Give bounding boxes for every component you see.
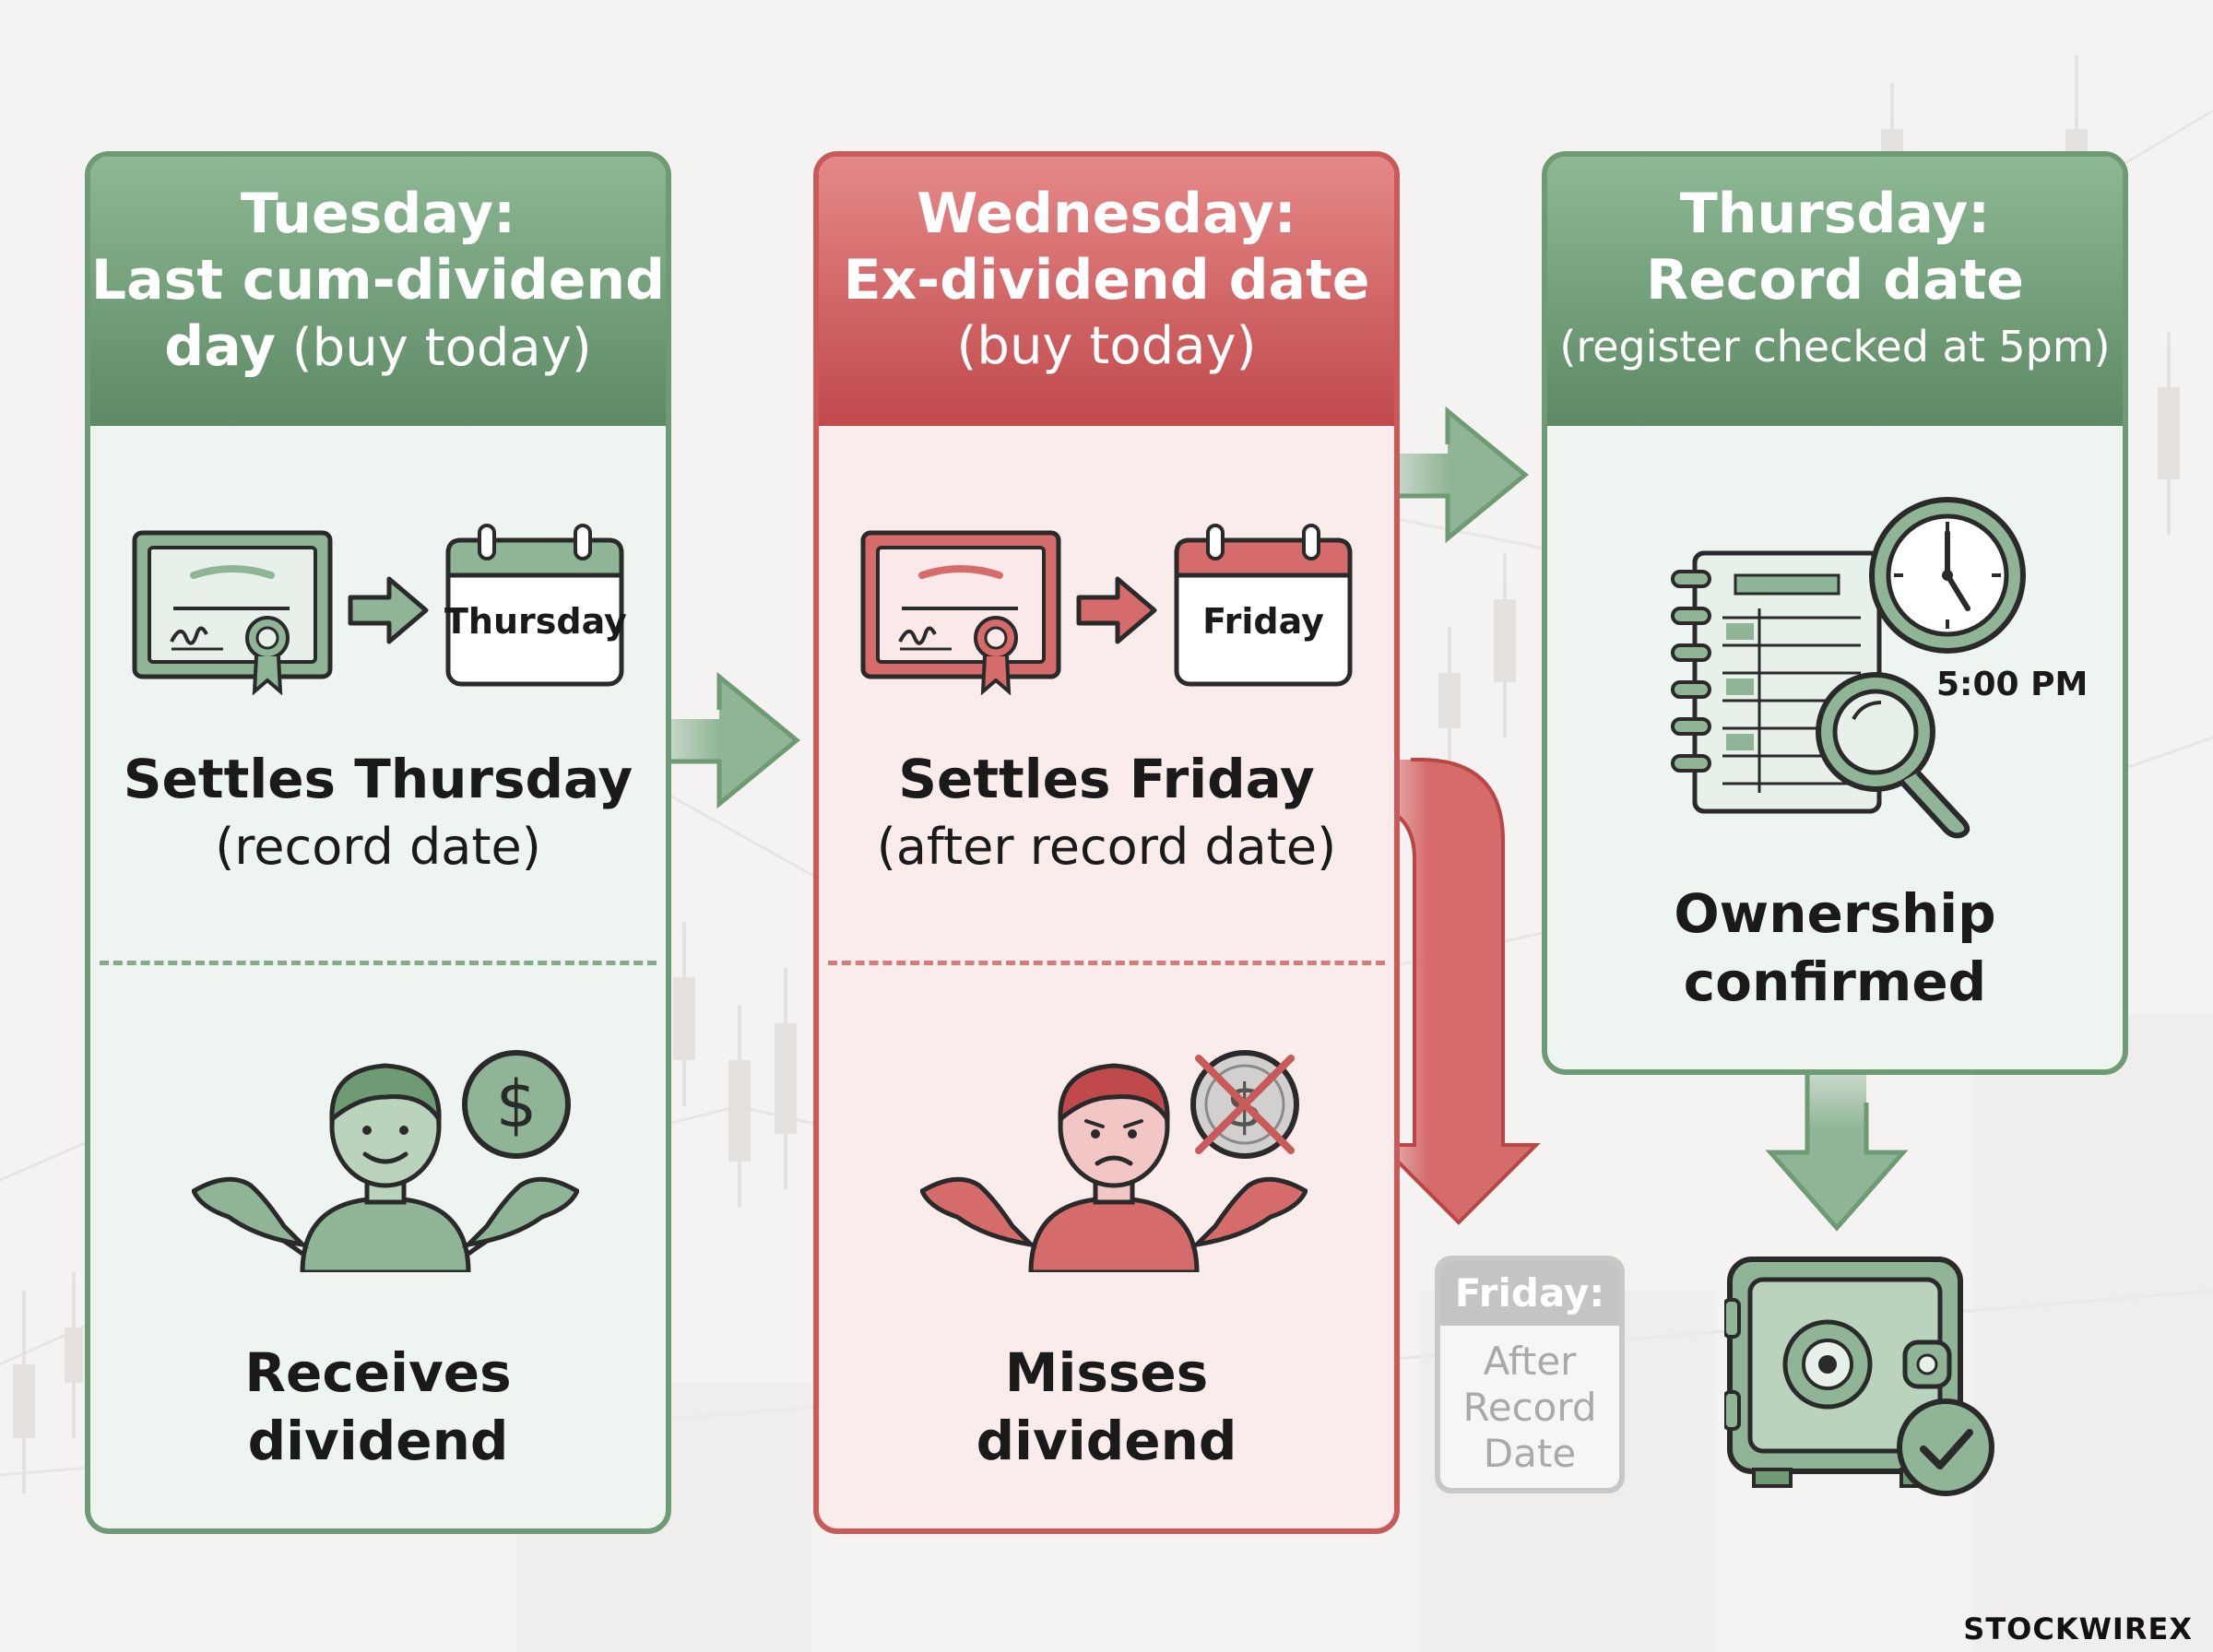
panel-tuesday-title: Tuesday: xyxy=(240,182,516,246)
dollar-coin-icon: $ xyxy=(462,1050,571,1159)
certificate-icon xyxy=(860,530,1061,695)
outcome-line2: dividend xyxy=(247,1410,509,1472)
panel-thursday-outcome: Ownership confirmed xyxy=(1547,879,2123,1016)
panel-thursday-subtitle: Record date xyxy=(1646,248,2024,313)
magnifier-icon xyxy=(1816,672,1970,839)
panel-thursday-register-note: (register checked at 5pm) xyxy=(1559,322,2111,372)
panel-thursday-title: Thursday: xyxy=(1679,182,1991,246)
arrow-down-to-safe-icon xyxy=(1765,1032,1909,1232)
outcome-line1: Misses xyxy=(1004,1341,1209,1404)
brand-logo: STOCKWIREX xyxy=(1963,1611,2193,1646)
person-icon xyxy=(920,1063,1308,1272)
panel-tuesday-header: Tuesday: Last cum-dividend day (buy toda… xyxy=(90,157,666,426)
outcome-line2: dividend xyxy=(976,1410,1237,1472)
person-icon xyxy=(192,1063,579,1272)
panel-tuesday-settlement: Settles Thursday (record date) xyxy=(90,745,666,881)
settle-bold-text: Settles Friday xyxy=(898,748,1315,810)
calendar-day-label: Friday xyxy=(1202,601,1324,642)
friday-box-line2: Record xyxy=(1462,1385,1597,1430)
arrow-right-icon xyxy=(348,576,429,644)
panel-wednesday-title: Wednesday: xyxy=(917,182,1296,246)
settle-bold-text: Settles Thursday xyxy=(123,748,633,810)
panel-tuesday-subtitle: Last cum-dividend xyxy=(90,248,666,313)
outcome-line1: Receives xyxy=(244,1341,512,1404)
calendar-day-label: Thursday xyxy=(444,601,627,642)
panel-thursday: Thursday: Record date (register checked … xyxy=(1542,151,2128,1075)
friday-after-record-box: Friday: After Record Date xyxy=(1435,1256,1625,1493)
panel-thursday-header: Thursday: Record date (register checked … xyxy=(1547,157,2123,426)
checkmark-icon xyxy=(1897,1398,1994,1496)
panel-tuesday-day-word: day xyxy=(164,314,276,379)
panel-wednesday-outcome: Misses dividend xyxy=(819,1339,1394,1475)
panel-tuesday-outcome: Receives dividend xyxy=(90,1339,666,1475)
panel-wednesday-buy-today: (buy today) xyxy=(956,316,1257,376)
friday-box-line1: After xyxy=(1483,1339,1577,1384)
panel-tuesday: Tuesday: Last cum-dividend day (buy toda… xyxy=(85,151,671,1534)
svg-text:$: $ xyxy=(496,1067,538,1142)
certificate-icon xyxy=(132,530,333,695)
clock-time-label: 5:00 PM xyxy=(1936,666,2089,703)
dashed-divider xyxy=(100,961,657,965)
outcome-line2: confirmed xyxy=(1683,950,1987,1013)
clock-icon xyxy=(1869,497,2026,654)
safe-icon xyxy=(1724,1257,1963,1488)
dashed-divider xyxy=(828,961,1385,965)
calendar-icon: Thursday xyxy=(444,524,627,688)
panel-wednesday-header: Wednesday: Ex-dividend date (buy today) xyxy=(819,157,1394,426)
panel-wednesday-subtitle: Ex-dividend date xyxy=(843,248,1370,313)
crossed-coin-icon: $ xyxy=(1190,1050,1299,1159)
outcome-line1: Ownership xyxy=(1674,882,1996,945)
settle-note-text: (record date) xyxy=(215,818,541,876)
panel-tuesday-buy-today: (buy today) xyxy=(276,318,592,378)
panel-wednesday-settlement: Settles Friday (after record date) xyxy=(819,745,1394,881)
arrow-right-icon xyxy=(1076,576,1157,644)
brand-name: STOCKWIRE xyxy=(1963,1611,2170,1646)
brand-mark: X xyxy=(2169,1611,2193,1646)
friday-box-line3: Date xyxy=(1483,1431,1577,1476)
friday-box-header: Friday: xyxy=(1440,1261,1619,1326)
settle-note-text: (after record date) xyxy=(876,818,1337,876)
calendar-icon: Friday xyxy=(1173,524,1354,688)
panel-wednesday: Wednesday: Ex-dividend date (buy today) … xyxy=(813,151,1400,1534)
